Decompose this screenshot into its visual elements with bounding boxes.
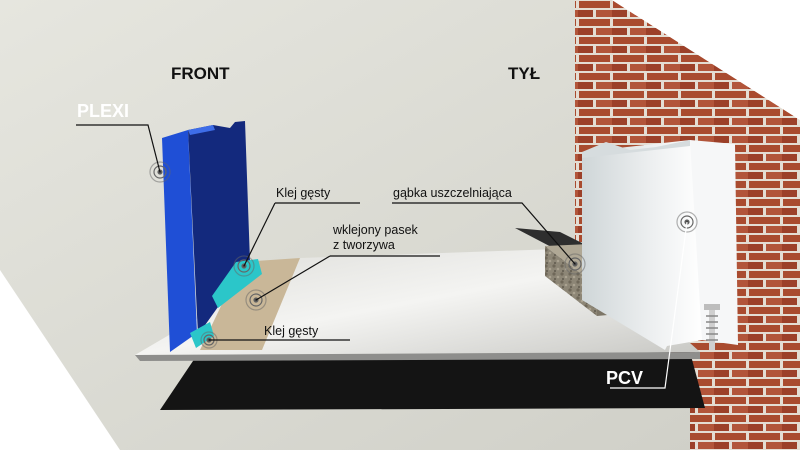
label-klej-top: Klej gęsty: [276, 186, 331, 200]
plexi-front-face: [162, 130, 197, 352]
label-pcv: PCV: [606, 368, 644, 388]
glue-bottom: [190, 322, 214, 348]
screw-icon: [704, 304, 720, 350]
label-gabka: gąbka uszczelniająca: [393, 186, 512, 200]
label-pasek-line2: z tworzywa: [333, 238, 395, 252]
plastic-strip: [200, 258, 300, 350]
header-back: TYŁ: [508, 64, 541, 83]
pcv-panel: [582, 140, 702, 350]
leader-lines: [76, 124, 688, 389]
glue-top: [212, 259, 262, 308]
floor-shadow: [160, 352, 705, 410]
label-klej-bottom: Klej gęsty: [264, 324, 319, 338]
label-pasek-line1: wklejony pasek: [333, 223, 418, 237]
label-plexi: PLEXI: [77, 101, 130, 121]
header-front: FRONT: [171, 64, 230, 83]
